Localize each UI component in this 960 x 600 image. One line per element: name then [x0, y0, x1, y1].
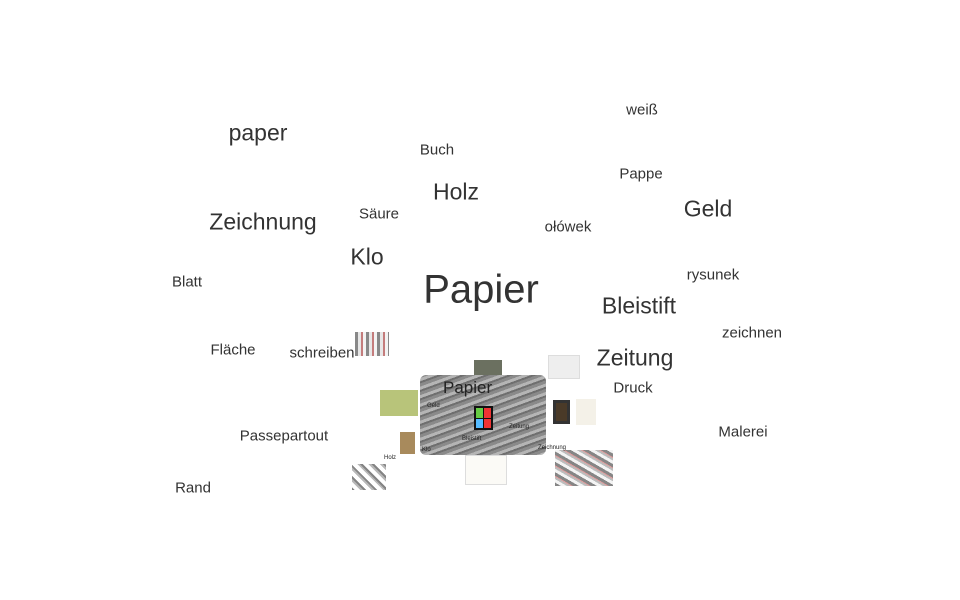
word-paper[interactable]: paper	[228, 119, 288, 146]
word-druck[interactable]: Druck	[613, 379, 653, 397]
thumbnail-note-image[interactable]	[576, 399, 596, 425]
color-block	[484, 418, 491, 428]
thumbnail-collage-image-3[interactable]	[555, 450, 613, 486]
word-blatt[interactable]: Blatt	[171, 273, 203, 291]
color-block	[476, 408, 483, 418]
word-rand[interactable]: Rand	[175, 479, 211, 497]
word-rysunek[interactable]: rysunek	[686, 266, 740, 284]
cluster-label-bleistift[interactable]: Bleistift	[462, 436, 482, 442]
thumbnail-stone-image[interactable]	[474, 360, 502, 375]
word-bleistift[interactable]: Bleistift	[601, 292, 677, 319]
cluster-label-klo[interactable]: Klo	[422, 447, 431, 453]
word-zeichnung[interactable]: Zeichnung	[209, 208, 317, 235]
word-weiss[interactable]: weiß	[626, 101, 658, 119]
word-saeure[interactable]: Säure	[358, 205, 400, 223]
thumbnail-paper-sheet-image[interactable]	[548, 355, 580, 379]
cluster-label-geld[interactable]: Geld	[427, 403, 440, 409]
word-geld[interactable]: Geld	[683, 195, 733, 222]
thumbnail-old-book-image[interactable]	[400, 432, 415, 454]
thumbnail-green-paper-image[interactable]	[380, 390, 418, 416]
word-passepartout[interactable]: Passepartout	[239, 427, 329, 445]
thumbnail-colorful-image[interactable]	[474, 406, 493, 430]
word-papier[interactable]: Papier	[423, 267, 539, 312]
word-malerei[interactable]: Malerei	[718, 423, 768, 441]
thumbnail-blank-sheet-image[interactable]	[465, 455, 507, 485]
cluster-label-zeichnung[interactable]: Zeichnung	[538, 445, 567, 451]
word-flaeche[interactable]: Fläche	[210, 341, 256, 359]
thumbnail-frame-image[interactable]	[553, 400, 570, 424]
thumbnail-collage-image[interactable]	[355, 332, 389, 356]
color-block	[476, 418, 483, 428]
word-schreiben[interactable]: schreiben	[289, 344, 355, 362]
word-zeichnen[interactable]: zeichnen	[721, 324, 783, 342]
word-buch[interactable]: Buch	[419, 141, 455, 159]
word-klo[interactable]: Klo	[350, 243, 384, 270]
word-holz[interactable]: Holz	[432, 178, 480, 205]
cluster-title: Papier	[443, 378, 493, 397]
cluster-label-holz[interactable]: Holz	[384, 455, 397, 461]
color-block	[484, 408, 491, 418]
thumbnail-collage-image-2[interactable]	[352, 464, 386, 490]
word-zeitung[interactable]: Zeitung	[596, 344, 674, 371]
word-olowek[interactable]: ołówek	[544, 218, 592, 236]
cluster-label-zeitung[interactable]: Zeitung	[509, 424, 530, 430]
word-pappe[interactable]: Pappe	[619, 165, 663, 183]
